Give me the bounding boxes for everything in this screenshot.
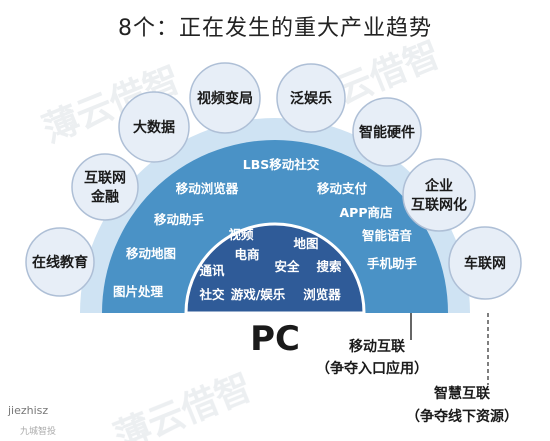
pc-item-label: 安全: [274, 259, 300, 274]
mobile-legend-note: （争夺入口应用）: [316, 360, 428, 377]
page-title: 8个：正在发生的重大产业趋势: [118, 16, 432, 41]
mobile-item-label: 图片处理: [113, 284, 164, 299]
pc-item-label: 通讯: [199, 263, 225, 278]
mobile-item-label: 移动支付: [317, 181, 368, 196]
pc-item-label: 社交: [198, 287, 225, 302]
trend-node-label: 在线教育: [32, 254, 88, 271]
pc-item-label: 游戏/娱乐: [231, 287, 286, 302]
trend-node-label: 互联网: [84, 171, 126, 187]
trend-node-smart-hardware: 智能硬件: [352, 97, 422, 167]
mobile-item-label: 移动浏览器: [176, 181, 239, 196]
mobile-item-label: APP商店: [340, 205, 393, 220]
pc-item-label: 地图: [293, 236, 318, 251]
pc-item-label: 电商: [234, 247, 259, 262]
trend-node-online-education: 在线教育: [25, 227, 95, 297]
smart-legend-title: 智慧互联: [433, 385, 491, 402]
mobile-item-label: 移动地图: [126, 246, 176, 261]
mobile-item-label: 手机助手: [367, 256, 418, 271]
pc-core-band: [184, 222, 366, 315]
mobile-item-label: 移动助手: [154, 212, 205, 227]
mobile-legend-title: 移动互联: [349, 338, 406, 355]
trend-node-big-data: 大数据: [118, 91, 190, 163]
mobile-item-label: LBS移动社交: [243, 157, 320, 172]
pc-item-label: 浏览器: [303, 287, 341, 302]
trend-node-label: 泛娱乐: [290, 90, 332, 107]
brand-sub-text: 九城智投: [20, 427, 57, 437]
trend-node-label: 金融: [90, 189, 119, 206]
trend-node-pan-entertainment: 泛娱乐: [276, 63, 346, 133]
trend-node-label: 智能硬件: [358, 124, 415, 141]
smart-legend-note: （争夺线下资源）: [406, 408, 518, 425]
trend-node-car-network: 车联网: [448, 226, 522, 300]
trend-node-label: 大数据: [133, 119, 175, 136]
trend-node-label: 视频变局: [197, 90, 253, 107]
brand-logo-text: jiezhisz: [8, 404, 49, 417]
pc-label: PC: [250, 319, 300, 359]
trend-node-label: 互联网化: [411, 197, 467, 214]
pc-item-label: 搜索: [316, 259, 342, 274]
pc-item-label: 视频: [228, 227, 254, 242]
trend-node-label: 车联网: [464, 255, 506, 272]
trend-node-label: 企业: [424, 178, 453, 195]
mobile-item-label: 智能语音: [361, 228, 413, 243]
trend-node-video-change: 视频变局: [189, 62, 261, 134]
